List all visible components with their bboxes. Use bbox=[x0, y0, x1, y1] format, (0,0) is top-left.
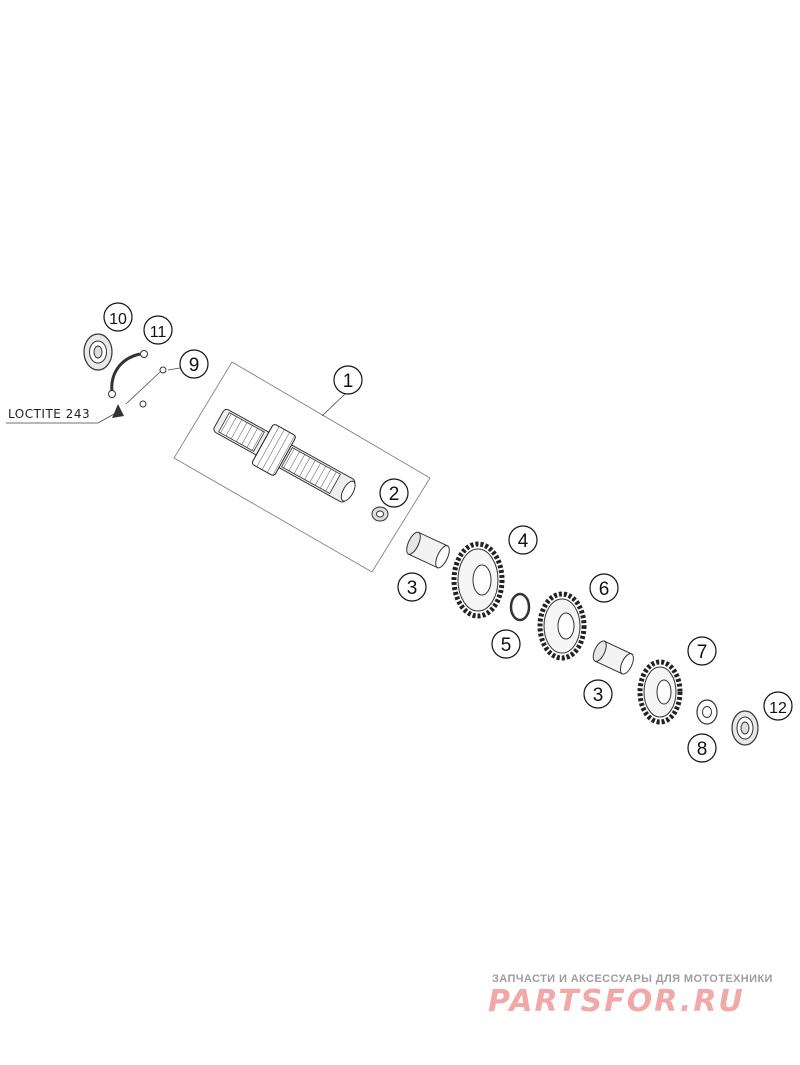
loctite-label: LOCTITE 243 bbox=[8, 407, 90, 421]
svg-text:6: 6 bbox=[599, 579, 610, 600]
callout-10: 10 bbox=[103, 302, 133, 332]
leader-1 bbox=[321, 392, 347, 417]
callout-4: 4 bbox=[508, 525, 538, 555]
callout-7: 7 bbox=[687, 636, 717, 666]
callout-11: 11 bbox=[143, 315, 173, 345]
svg-text:10: 10 bbox=[109, 311, 127, 328]
svg-text:5: 5 bbox=[501, 635, 512, 656]
callout-2: 2 bbox=[379, 478, 409, 508]
circlip-ring[interactable] bbox=[509, 592, 531, 622]
svg-text:3: 3 bbox=[407, 578, 418, 599]
retaining-bracket[interactable] bbox=[110, 352, 141, 393]
callout-3a: 3 bbox=[397, 572, 427, 602]
gear-7[interactable] bbox=[637, 659, 683, 725]
screws[interactable] bbox=[112, 366, 167, 418]
ball-bearing-right[interactable] bbox=[731, 710, 759, 746]
loctite-leader bbox=[6, 413, 115, 424]
callout-9: 9 bbox=[179, 349, 209, 379]
svg-text:4: 4 bbox=[518, 531, 529, 552]
bushing-upper[interactable] bbox=[404, 530, 452, 570]
callout-3b: 3 bbox=[583, 679, 613, 709]
ball-bearing-left[interactable] bbox=[83, 333, 113, 371]
leader-9 bbox=[167, 367, 181, 371]
watermark-tagline: ЗАПЧАСТИ И АКСЕССУАРЫ ДЛЯ МОТОТЕХНИКИ bbox=[492, 973, 773, 985]
needle-bearing[interactable] bbox=[371, 506, 389, 522]
svg-text:11: 11 bbox=[150, 324, 167, 341]
callout-5: 5 bbox=[491, 629, 521, 659]
svg-text:3: 3 bbox=[593, 685, 604, 706]
svg-text:9: 9 bbox=[189, 355, 200, 376]
svg-text:1: 1 bbox=[343, 371, 354, 392]
gear-4[interactable] bbox=[451, 541, 505, 619]
washer[interactable] bbox=[696, 699, 718, 725]
callout-6: 6 bbox=[589, 573, 619, 603]
callout-12: 12 bbox=[763, 691, 793, 721]
callout-1: 1 bbox=[333, 365, 363, 395]
loctite-drop-icon bbox=[112, 404, 124, 418]
watermark-brand: PARTSFOR.RU bbox=[488, 984, 745, 1019]
svg-text:8: 8 bbox=[697, 739, 708, 760]
shaft-assembly-frame bbox=[173, 361, 431, 573]
svg-text:2: 2 bbox=[389, 484, 400, 505]
svg-text:7: 7 bbox=[697, 642, 708, 663]
svg-text:12: 12 bbox=[769, 700, 787, 717]
callout-8: 8 bbox=[687, 733, 717, 763]
main-shaft[interactable] bbox=[208, 399, 364, 513]
gear-6[interactable] bbox=[537, 591, 587, 661]
bushing-lower[interactable] bbox=[591, 639, 637, 676]
